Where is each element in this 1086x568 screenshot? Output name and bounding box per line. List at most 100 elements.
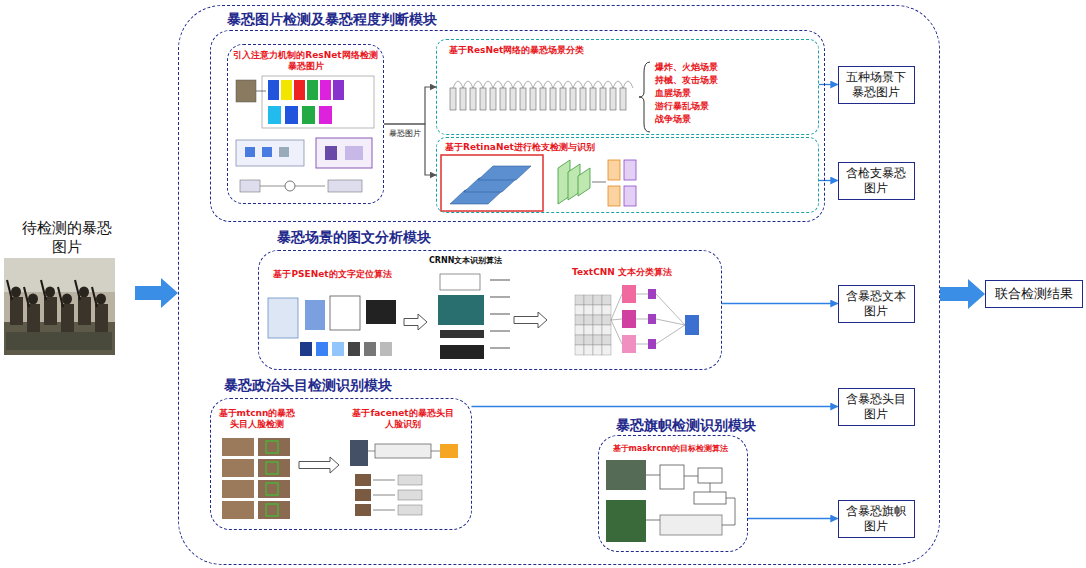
text-slot: 基于ResNet网络的暴恐场景分类 <box>449 45 584 56</box>
module-sketch <box>236 140 304 166</box>
matrix-cell <box>602 315 611 325</box>
method-title: 游行暴乱场景 <box>655 101 709 112</box>
matrix-cell <box>575 315 584 325</box>
method-box: 引入注意力机制的ResNet网络检测暴恐图片 <box>227 44 384 204</box>
output-box: 含暴恐文本图片 <box>838 285 915 323</box>
sketch-cell <box>348 342 360 356</box>
feature-frame <box>441 155 543 211</box>
module-box: 暴恐政治头目检测识别模块基于mtcnn的暴恐头目人脸检测基于facenet的暴恐… <box>210 398 472 530</box>
text-slot: CRNN文本识别算法 <box>429 256 513 266</box>
photo-rifle <box>41 280 46 300</box>
photo-vehicle <box>6 332 112 350</box>
photo-figure <box>78 297 91 325</box>
skip-connection <box>503 81 513 88</box>
method-title: 爆炸、火焰场景 <box>655 62 718 73</box>
output-label: 含枪支暴恐图片 <box>843 166 910 196</box>
face-photo <box>355 489 371 501</box>
sketch-cell <box>300 342 312 356</box>
photo-figure <box>11 287 21 298</box>
text-slot: 待检测的暴恐图片 <box>18 219 116 257</box>
sketch <box>350 440 368 466</box>
method-box: 基于RetinaNet进行枪支检测与识别 <box>436 137 819 213</box>
photo-figure <box>79 287 89 298</box>
output-box: 含暴恐头目图片 <box>838 388 915 426</box>
feature-map <box>478 166 531 180</box>
method-title: 持械、攻击场景 <box>655 75 718 86</box>
matrix-cell <box>575 305 584 315</box>
layer-block <box>302 106 315 124</box>
illustration-line <box>656 294 685 325</box>
illustration-shape <box>279 147 289 157</box>
matrix-cell <box>584 335 593 345</box>
illustration-line <box>636 294 648 295</box>
method-title: 基于ResNet网络的暴恐场景分类 <box>449 45 584 56</box>
step-arrow <box>404 314 427 330</box>
photo-figure <box>96 294 106 305</box>
input-node: 待检测的暴恐图片 <box>2 215 135 360</box>
method-title: 基于RetinaNet进行枪支检测与识别 <box>445 142 595 153</box>
illustration-shape <box>660 515 722 535</box>
text-slot: 基于RetinaNet进行枪支检测与识别 <box>445 142 595 153</box>
sketch <box>440 274 480 290</box>
illustration-line <box>611 320 622 344</box>
output-box: 含暴恐旗帜图片 <box>838 500 915 538</box>
subnet-block <box>624 160 636 180</box>
photo-figure <box>28 294 38 305</box>
face-photo <box>222 438 254 456</box>
photo-figure <box>10 297 23 325</box>
illustration-shape <box>398 475 422 485</box>
layer-block <box>320 80 331 100</box>
bracket <box>639 62 650 132</box>
matrix-cell <box>593 315 602 325</box>
skip-connection <box>553 81 563 88</box>
illustration-line <box>368 451 440 452</box>
sketch-cell <box>316 342 328 356</box>
matrix-cell <box>584 315 593 325</box>
text-slot: 暴恐图片检测及暴恐程度判断模块 <box>224 11 440 28</box>
subnet-block <box>608 160 620 180</box>
method-step: 基于facenet的暴恐头目人脸识别 <box>339 404 467 522</box>
illustration-line <box>373 495 395 496</box>
illustration-shape <box>325 146 337 160</box>
text-slot: TextCNN 文本分类算法 <box>572 267 672 278</box>
illustration-line <box>592 182 606 183</box>
text-slot: 基于mtcnn的暴恐头目人脸检测 <box>217 408 297 431</box>
text-slot: 游行暴乱场景 <box>655 101 709 112</box>
sketch <box>375 444 431 458</box>
face-box <box>266 441 278 453</box>
face-box <box>266 462 278 474</box>
illustration-shape <box>245 147 255 157</box>
layer-block <box>294 80 305 100</box>
skip-connection <box>533 81 543 88</box>
matrix-cell <box>593 295 602 305</box>
illustration-shape <box>660 465 684 489</box>
matrix-cell <box>584 305 593 315</box>
layer-block <box>470 88 476 110</box>
matrix-cell <box>575 295 584 305</box>
layer-block <box>268 80 279 100</box>
method-title: 血腥场景 <box>655 88 691 99</box>
matrix-cell <box>602 335 611 345</box>
skip-connection <box>483 81 493 88</box>
layer-block <box>600 88 606 110</box>
skip-connection <box>583 81 593 88</box>
pool-block <box>648 289 656 299</box>
photo-rifle <box>58 287 63 307</box>
text-slot: 持械、攻击场景 <box>655 75 718 86</box>
illustration-shape <box>440 345 484 359</box>
matrix-cell <box>602 305 611 315</box>
photo-rifle <box>75 280 80 300</box>
skip-connection <box>623 81 633 88</box>
layer-block <box>570 88 576 110</box>
text-slot: 战争场景 <box>655 114 691 125</box>
illustration-shape <box>366 300 396 324</box>
face-photo <box>355 474 371 486</box>
illustration-shape <box>328 180 362 192</box>
output-box: 含枪支暴恐图片 <box>838 162 915 200</box>
method-title: CRNN文本识别算法 <box>429 256 513 266</box>
text-slot: 爆炸、火焰场景 <box>655 62 718 73</box>
method-title: 引入注意力机制的ResNet网络检测暴恐图片 <box>233 50 378 73</box>
text-slot: 基于facenet的暴恐头目人脸识别 <box>349 408 457 431</box>
skip-connection <box>613 81 623 88</box>
layer-block <box>590 88 596 110</box>
